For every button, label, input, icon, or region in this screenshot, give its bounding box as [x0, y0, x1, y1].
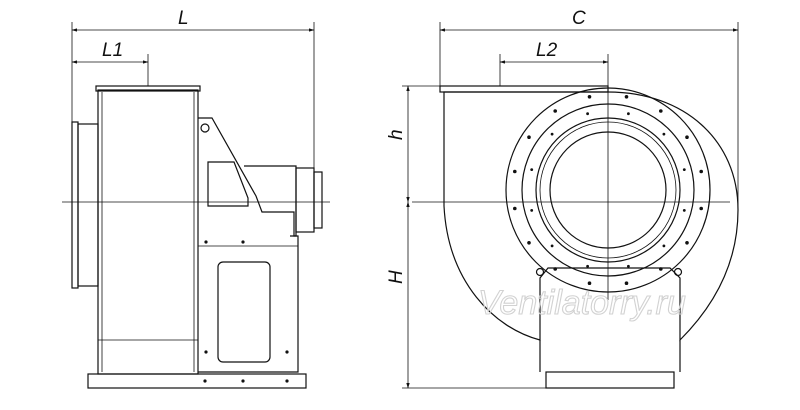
watermark: Ventilatorry.ru — [478, 284, 686, 322]
bolt-hole — [685, 135, 689, 139]
bolt-hole — [682, 168, 686, 172]
dimension-label-H: H — [386, 270, 407, 284]
dimension-L: L — [71, 8, 315, 168]
bolt-hole — [624, 281, 629, 286]
bolt-hole — [586, 112, 589, 116]
bolt-hole — [553, 109, 557, 113]
dimension-label-L: L — [178, 8, 189, 29]
bolt-hole — [550, 132, 554, 136]
bolt-hole — [530, 168, 534, 172]
dimension-label-C: C — [572, 8, 586, 29]
bolt-hole — [627, 264, 630, 268]
bolt-hole — [527, 241, 531, 245]
inlet-rings — [505, 87, 711, 293]
outlet-nozzle — [244, 165, 323, 237]
bolt-hole — [662, 132, 666, 136]
volute-scroll — [443, 91, 739, 342]
bolt-hole — [627, 112, 630, 116]
stand — [535, 267, 683, 389]
bolt-hole — [699, 206, 703, 211]
housing-body — [95, 85, 201, 375]
dimension-L1: L1 — [71, 40, 149, 86]
bolt-hole — [682, 209, 686, 212]
bolt-hole — [662, 244, 666, 248]
front-view: C L2 h H — [386, 8, 739, 389]
bolt-hole — [530, 209, 534, 212]
inlet-flange — [71, 121, 99, 289]
dimension-L2: L2 — [499, 40, 609, 110]
bolt-hole — [513, 169, 517, 174]
bolt-hole — [659, 109, 663, 113]
bolt-hole — [527, 135, 531, 139]
base-plate — [87, 373, 307, 389]
side-view: L L1 — [62, 8, 330, 389]
bolt-hole — [586, 264, 589, 268]
bolt-hole — [699, 169, 703, 174]
bolt-hole — [587, 281, 592, 286]
motor-bracket — [198, 117, 299, 373]
bolt-holes — [513, 95, 703, 286]
bolt-hole — [587, 95, 592, 99]
dimension-label-h: h — [386, 129, 407, 140]
dimension-h: h — [386, 85, 440, 203]
bolt-hole — [513, 206, 517, 211]
dimension-H: H — [386, 201, 546, 389]
bolt-hole — [659, 267, 663, 271]
dimension-label-L1: L1 — [102, 40, 123, 61]
bolt-hole — [624, 95, 629, 99]
bolt-hole — [685, 241, 689, 245]
bolt-hole — [553, 267, 557, 271]
bolt-hole — [550, 244, 554, 248]
dimension-C: C — [439, 8, 739, 212]
dimension-label-L2: L2 — [536, 40, 558, 61]
